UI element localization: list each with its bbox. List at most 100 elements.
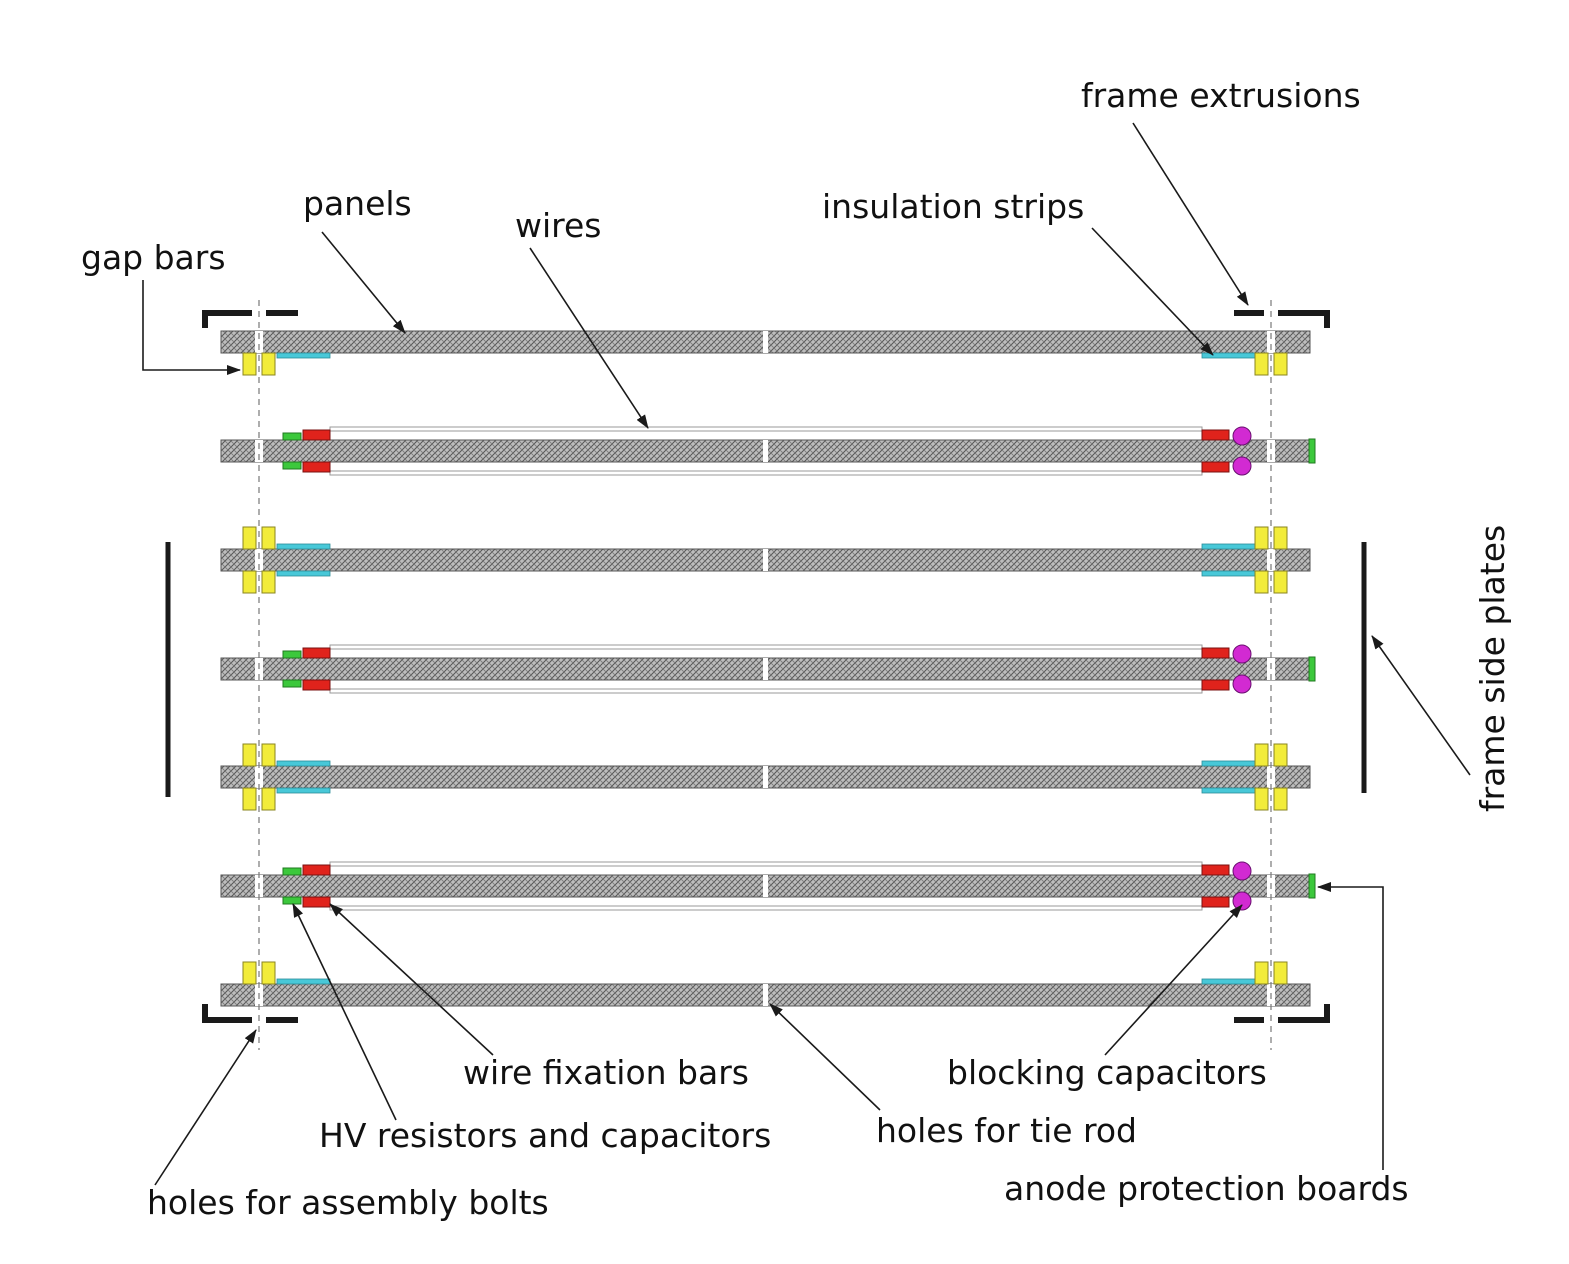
leader-wire-fixation-bars xyxy=(329,903,494,1056)
gap-bar xyxy=(242,526,257,550)
leader-blocking-capacitors xyxy=(1104,904,1243,1056)
insulation-strip xyxy=(1201,352,1256,359)
wire-fixation-bar xyxy=(302,679,331,691)
label-gap-bars: gap bars xyxy=(81,238,226,277)
gap-bar xyxy=(242,570,257,594)
tie-rod-hole xyxy=(763,984,768,1006)
anode-protection-board xyxy=(1308,873,1316,899)
insulation-strip xyxy=(276,787,331,794)
gap-bar xyxy=(261,352,276,376)
label-insulation-strips: insulation strips xyxy=(822,187,1084,226)
wire-plane-bottom xyxy=(329,905,1203,911)
tie-rod-hole xyxy=(763,440,768,462)
wire-fixation-bar xyxy=(1201,896,1230,908)
insulation-strip xyxy=(1201,570,1256,577)
tie-rod-hole xyxy=(763,766,768,788)
hv-resistor-capacitor xyxy=(282,896,302,905)
leader-frame-side-plates xyxy=(1371,635,1471,776)
tie-rod-hole xyxy=(763,549,768,571)
leader-holes-for-tie-rod xyxy=(769,1003,881,1111)
insulation-strip xyxy=(276,570,331,577)
label-wires: wires xyxy=(515,206,602,245)
label-blocking-capacitors: blocking capacitors xyxy=(947,1053,1267,1092)
tie-rod-hole xyxy=(763,658,768,680)
tie-rod-hole xyxy=(763,875,768,897)
hv-resistor-capacitor xyxy=(282,461,302,470)
wire-fixation-bar xyxy=(1201,864,1230,876)
insulation-strip xyxy=(276,978,331,985)
leader-lines xyxy=(142,122,1471,1186)
leader-gap-bars xyxy=(142,280,241,375)
frame-group xyxy=(165,309,1367,1024)
callout-labels: frame extrusions panels wires insulation… xyxy=(81,76,1512,1222)
insulation-strip xyxy=(1201,543,1256,550)
gap-bar xyxy=(1273,352,1288,376)
leader-insulation-strips xyxy=(1091,227,1214,356)
assembly-bolt-hole xyxy=(1267,549,1275,571)
hv-resistor-capacitor xyxy=(282,432,302,441)
wire-fixation-bar xyxy=(1201,461,1230,473)
wire-plane-top xyxy=(329,426,1203,432)
wire-fixation-bar xyxy=(1201,429,1230,441)
wire-plane-bottom xyxy=(329,470,1203,476)
gap-bar xyxy=(1254,570,1269,594)
blocking-capacitor xyxy=(1232,891,1252,911)
assembly-bolt-hole xyxy=(255,549,263,571)
wire-fixation-bar xyxy=(302,461,331,473)
gap-bar xyxy=(1273,570,1288,594)
hv-resistor-capacitor xyxy=(282,650,302,659)
gap-bar xyxy=(1254,743,1269,767)
gap-bar xyxy=(1273,743,1288,767)
frame-extrusion-top-right xyxy=(1234,310,1330,328)
leader-wires xyxy=(529,247,649,429)
blocking-capacitor xyxy=(1232,674,1252,694)
wire-plane-bottom xyxy=(329,688,1203,694)
gap-bar xyxy=(1273,526,1288,550)
insulation-strip xyxy=(276,352,331,359)
frame-extrusion-top-left xyxy=(202,310,298,328)
insulation-strip xyxy=(276,543,331,550)
wire-fixation-bar xyxy=(302,896,331,908)
wire-plane-top xyxy=(329,644,1203,650)
gap-bar xyxy=(242,743,257,767)
leader-holes-for-assembly-bolts xyxy=(154,1029,257,1186)
wire-fixation-bar xyxy=(302,647,331,659)
label-holes-for-tie-rod: holes for tie rod xyxy=(876,1111,1137,1150)
gap-bar xyxy=(261,787,276,811)
gap-bar xyxy=(1273,787,1288,811)
chamber-layers xyxy=(220,330,1316,1007)
gap-bar xyxy=(1254,961,1269,985)
wire-fixation-bar xyxy=(302,429,331,441)
assembly-bolt-hole xyxy=(255,440,263,462)
insulation-strip xyxy=(1201,787,1256,794)
gap-bar xyxy=(242,352,257,376)
leader-panels xyxy=(321,231,406,334)
gap-bar xyxy=(261,743,276,767)
insulation-strip xyxy=(276,760,331,767)
leader-hv-resistors-and-capacitors xyxy=(292,903,397,1121)
gap-bar xyxy=(1254,352,1269,376)
wire-fixation-bar xyxy=(1201,679,1230,691)
assembly-bolt-hole xyxy=(1267,440,1275,462)
label-frame-side-plates: frame side plates xyxy=(1473,525,1512,812)
hv-resistor-capacitor xyxy=(282,867,302,876)
frame-extrusion-bottom-left xyxy=(202,1004,298,1023)
gap-bar xyxy=(261,570,276,594)
label-hv-resistors-and-capacitors: HV resistors and capacitors xyxy=(319,1116,771,1155)
leader-frame-extrusions xyxy=(1132,122,1249,306)
blocking-capacitor xyxy=(1232,456,1252,476)
insulation-strip xyxy=(1201,978,1256,985)
leader-anode-protection-boards xyxy=(1317,882,1384,1170)
anode-protection-board xyxy=(1308,438,1316,464)
gap-bar xyxy=(261,526,276,550)
gap-bar xyxy=(1273,961,1288,985)
label-frame-extrusions: frame extrusions xyxy=(1081,76,1361,115)
blocking-capacitor xyxy=(1232,644,1252,664)
assembly-bolt-hole xyxy=(1267,331,1275,353)
label-anode-protection-boards: anode protection boards xyxy=(1004,1169,1409,1208)
assembly-bolt-hole xyxy=(255,331,263,353)
gap-bar xyxy=(1254,526,1269,550)
insulation-strip xyxy=(1201,760,1256,767)
